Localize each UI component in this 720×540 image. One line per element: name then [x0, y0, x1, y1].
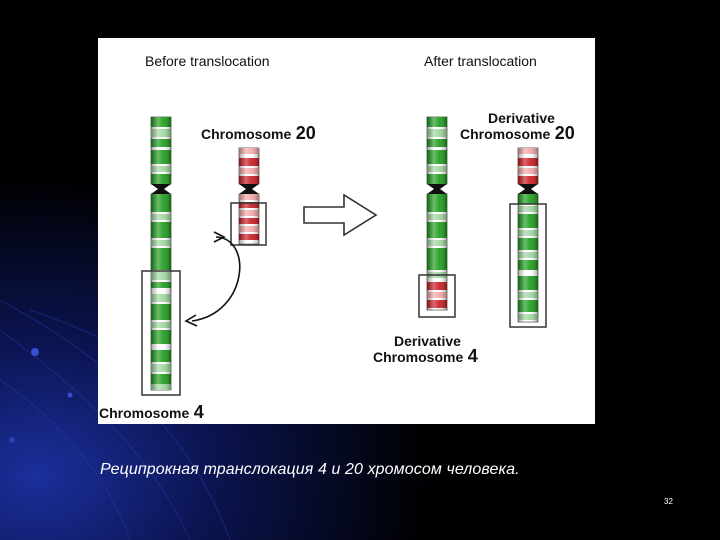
decor-dot-icon	[31, 348, 39, 356]
chromosome-4-label: Chromosome 4	[99, 402, 204, 422]
centromere	[151, 184, 171, 194]
derivative-chromosome-4	[426, 116, 448, 311]
chromosome-20-label: Chromosome 20	[201, 123, 316, 143]
chromosome-4	[150, 116, 172, 391]
page-number: 32	[664, 497, 673, 506]
derivative-4-line1: Derivative	[394, 333, 461, 349]
der4-segment-box	[418, 274, 456, 318]
after-heading: After translocation	[424, 53, 537, 69]
derivative-4-label: Chromosome 4	[373, 346, 478, 366]
der20-segment-box	[509, 203, 547, 328]
before-heading: Before translocation	[145, 53, 270, 69]
chromosome-20	[238, 147, 260, 245]
arrowhead-icon	[213, 231, 226, 243]
derivative-20-line1: Derivative	[488, 110, 555, 126]
chr20-segment-box	[230, 202, 267, 246]
slide-caption: Реципрокная транслокация 4 и 20 хромосом…	[100, 461, 520, 478]
centromere	[518, 184, 538, 194]
chr4-segment-box	[141, 270, 181, 396]
centromere	[239, 184, 259, 194]
centromere	[427, 184, 447, 194]
arrowhead-icon	[184, 314, 198, 327]
transition-arrow-icon	[303, 193, 378, 237]
exchange-arrow	[191, 236, 241, 322]
derivative-chromosome-20	[517, 147, 539, 323]
translocation-diagram: Before translocation After translocation…	[98, 38, 595, 424]
derivative-20-label: Chromosome 20	[460, 123, 575, 143]
